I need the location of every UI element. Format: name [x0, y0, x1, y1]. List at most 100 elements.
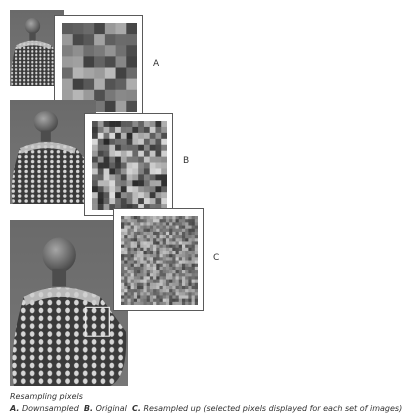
pixel-cell: [165, 295, 170, 299]
pixel-cell: [137, 298, 141, 303]
pixel-cell: [191, 244, 196, 249]
pixel-cell: [175, 282, 180, 287]
pixel-cell: [62, 45, 74, 57]
pixel-cell: [121, 241, 125, 245]
pixel-cell: [181, 289, 186, 293]
pixel-cell: [175, 225, 180, 230]
pixel-cell: [126, 100, 137, 112]
pixel-cell: [140, 298, 144, 303]
pixel-cell: [161, 138, 167, 146]
pixel-cell: [140, 247, 144, 252]
pixel-cell: [146, 247, 151, 252]
pixel-cell: [165, 238, 170, 242]
pixel-cell: [83, 89, 95, 102]
pixel-cell: [133, 254, 138, 258]
pixel-cell: [133, 225, 138, 230]
pixel-cell: [133, 228, 138, 233]
pixel-cell: [194, 254, 198, 258]
pixel-cell: [165, 225, 170, 230]
pixel-cell: [169, 289, 173, 293]
pixel-cell: [132, 186, 139, 193]
pixel-cell: [156, 285, 160, 290]
pixel-cell: [126, 198, 133, 205]
pixel-cell: [194, 263, 198, 268]
pixel-cell: [115, 100, 127, 112]
pixel-cell: [138, 156, 145, 163]
pixel-cell: [109, 186, 116, 193]
pixel-cell: [140, 292, 144, 296]
pixel-cell: [165, 276, 170, 280]
pixel-cell: [172, 257, 176, 261]
pixel-cell: [130, 257, 135, 261]
pixel-cell: [94, 56, 106, 68]
pixel-cell: [165, 266, 170, 271]
pixel-cell: [140, 301, 144, 305]
pixel-cell: [161, 168, 167, 175]
pixel-cell: [124, 285, 128, 290]
pixel-cell: [137, 276, 141, 280]
pixel-cell: [137, 260, 141, 264]
pixel-cell: [159, 257, 164, 261]
pixel-cell: [104, 45, 116, 57]
pixel-cell: [153, 279, 157, 284]
pixel-cell: [156, 273, 160, 277]
pixel-cell: [83, 23, 95, 35]
label-b: B: [183, 156, 190, 166]
pixel-cell: [137, 270, 141, 274]
pixel-cell: [103, 204, 110, 210]
pixel-cell: [181, 298, 186, 303]
pixel-cell: [185, 216, 189, 220]
pixel-cell: [149, 156, 156, 163]
pixel-cell: [140, 219, 144, 223]
pixel-cell: [162, 263, 167, 268]
pixel-cell: [181, 247, 186, 252]
pixel-cell: [155, 132, 162, 140]
pixel-cell: [127, 250, 131, 255]
pixel-cell: [121, 235, 125, 239]
pixel-cell: [159, 263, 164, 268]
pixel-cell: [178, 260, 183, 264]
pixel-cell: [172, 263, 176, 268]
pixel-cell: [143, 228, 147, 233]
pixel-cell: [103, 192, 110, 199]
pixel-cell: [172, 247, 176, 252]
pixel-cell: [165, 254, 170, 258]
pixel-cell: [121, 257, 125, 261]
pixel-cell: [185, 235, 189, 239]
pixel-cell: [149, 225, 154, 230]
pixel-cell: [156, 247, 160, 252]
pixel-cell: [133, 285, 138, 290]
pixel-cell: [156, 270, 160, 274]
pixel-cell: [162, 279, 167, 284]
pixel-cell: [133, 270, 138, 274]
pixel-cell: [104, 56, 116, 68]
pixel-cell: [130, 244, 135, 249]
pixel-cell: [188, 228, 192, 233]
pixel-cell: [143, 276, 147, 280]
pixel-cell: [92, 156, 99, 163]
pixel-cell: [133, 247, 138, 252]
pixel-cell: [153, 216, 157, 220]
pixel-cell: [130, 266, 135, 271]
pixel-cell: [97, 198, 104, 205]
pixel-cell: [172, 222, 176, 226]
pixel-cell: [185, 257, 189, 261]
pixel-cell: [109, 126, 116, 134]
pixel-cell: [149, 121, 156, 128]
pixel-cell: [194, 279, 198, 284]
pixel-cell: [169, 238, 173, 242]
pixel-cell: [188, 225, 192, 230]
pixel-cell: [161, 174, 167, 181]
pixel-cell: [155, 126, 162, 134]
pixel-cell: [194, 295, 198, 299]
pixel-cell: [97, 204, 104, 210]
pixel-cell: [159, 282, 164, 287]
pixel-cell: [172, 279, 176, 284]
pixel-cell: [169, 273, 173, 277]
pixel-cell: [149, 276, 154, 280]
pixel-cell: [149, 241, 154, 245]
pixel-cell: [149, 273, 154, 277]
pixel-cell: [137, 266, 141, 271]
pixel-cell: [172, 225, 176, 230]
pixel-cell: [161, 144, 167, 151]
